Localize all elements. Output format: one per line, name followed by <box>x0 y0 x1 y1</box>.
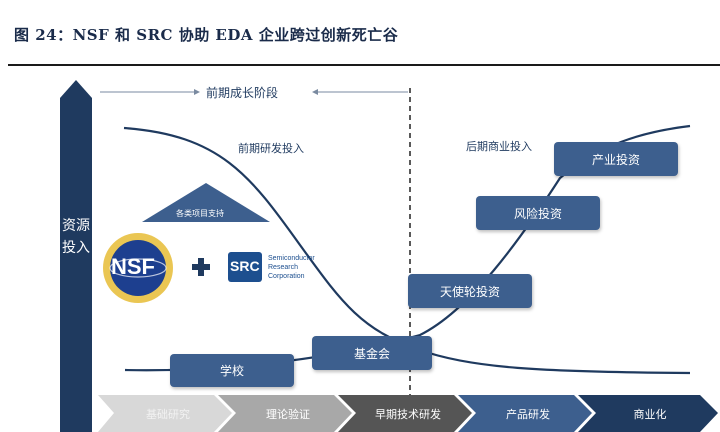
plus-vertical <box>198 258 204 276</box>
src-subtitle: Semiconductor Research Corporation <box>268 254 315 281</box>
stage-chevron-2 <box>218 395 352 432</box>
box-angel: 天使轮投资 <box>408 274 532 308</box>
early-rd-curve <box>123 126 691 375</box>
title-divider <box>8 64 720 66</box>
stage-theory-validation: 理论验证 <box>266 407 310 421</box>
support-triangle-label: 各类项目支持 <box>176 209 224 218</box>
stage-chevron-5 <box>578 395 718 432</box>
figure-title: 图 24：NSF 和 SRC 协助 EDA 企业跨过创新死亡谷 <box>14 26 399 44</box>
nsf-logo-text: NSF <box>111 254 155 279</box>
stage-chevron-3 <box>338 395 472 432</box>
phase-early-label: 前期成长阶段 <box>206 86 279 100</box>
vertical-axis-arrow <box>60 80 92 432</box>
phase-arrowhead-left <box>194 89 200 95</box>
stage-chevron-4 <box>458 395 592 432</box>
late-commercial-label: 后期商业投入 <box>466 140 532 153</box>
box-foundation: 基金会 <box>312 336 432 370</box>
stage-early-tech-rd: 早期技术研发 <box>375 407 441 421</box>
src-sub-line-3: Corporation <box>268 273 305 280</box>
stage-commercialization: 商业化 <box>633 407 667 421</box>
box-venture: 风险投资 <box>476 196 600 230</box>
box-industry: 产业投资 <box>554 142 678 176</box>
src-logo-text: SRC <box>230 258 260 274</box>
early-rd-label: 前期研发投入 <box>238 142 304 155</box>
src-sub-line-2: Research <box>268 264 298 271</box>
src-logo-box <box>228 252 262 282</box>
nsf-logo <box>103 233 173 303</box>
stage-product-rd: 产品研发 <box>506 407 550 421</box>
stage-basic-research: 基础研究 <box>146 407 190 421</box>
y-axis-label: 资源投入 <box>62 218 90 256</box>
stage-chevron-1 <box>98 395 232 432</box>
src-sub-line-1: Semiconductor <box>268 255 315 262</box>
support-triangle <box>142 183 270 222</box>
box-school: 学校 <box>170 354 294 387</box>
phase-arrowhead-right <box>312 89 318 95</box>
